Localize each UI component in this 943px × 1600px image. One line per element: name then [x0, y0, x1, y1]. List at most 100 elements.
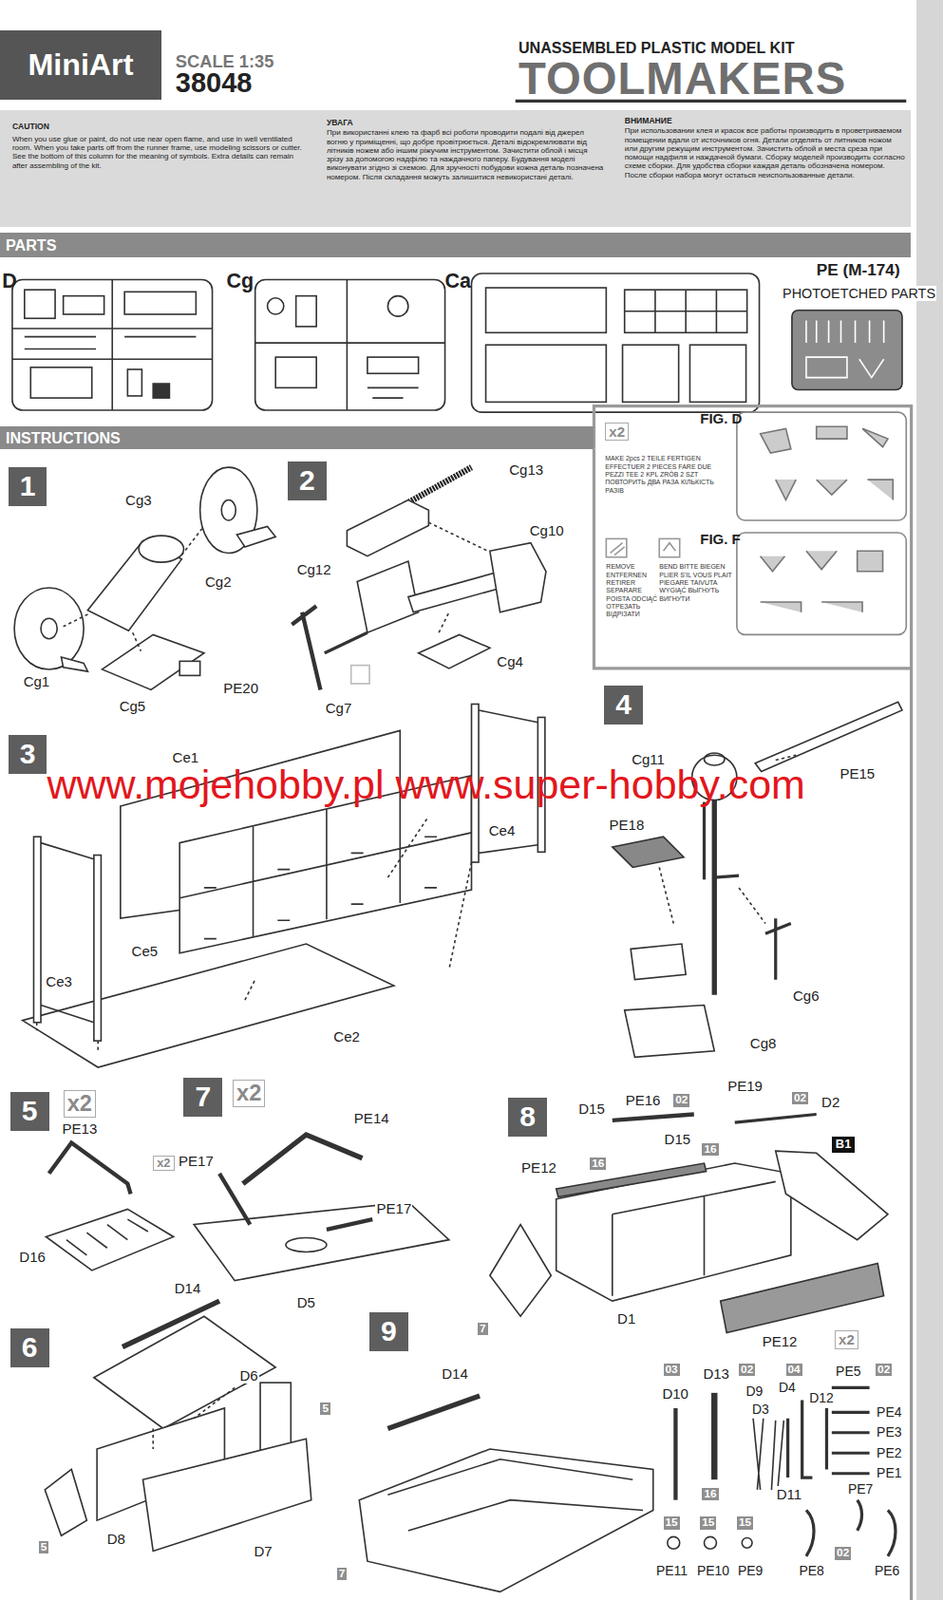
quantity-badge: 02 [875, 1363, 892, 1377]
part-label: Cg2 [204, 573, 233, 590]
quantity-badge: x2 [834, 1330, 859, 1349]
part-label: D10 [660, 1385, 690, 1402]
part-label: Cg6 [792, 987, 821, 1004]
line-art [775, 1150, 888, 1240]
line-art [152, 1387, 235, 1449]
line-art [418, 634, 491, 668]
line-art [765, 918, 792, 980]
line-art [736, 412, 906, 521]
line-art [24, 337, 197, 350]
quantity-badge: 15 [663, 1516, 680, 1530]
line-art [14, 587, 84, 670]
step-number: 5 [21, 1094, 38, 1129]
part-label: PE6 [873, 1563, 901, 1579]
step-reference: 5 [320, 1402, 331, 1416]
line-art [127, 369, 142, 397]
line-art [605, 538, 626, 557]
line-art [753, 1418, 784, 1490]
section-band: PARTS [0, 232, 911, 258]
part-label: PE1 [875, 1465, 903, 1481]
caution-text: CAUTION [12, 122, 299, 133]
line-art [12, 279, 213, 411]
line-art [702, 802, 706, 881]
caution-text: При використанні клею та фарб всі роботи… [326, 128, 604, 182]
line-art [490, 1225, 551, 1318]
part-label: PE12 [761, 1333, 799, 1350]
line-art [720, 1263, 885, 1333]
part-label: Ce2 [332, 1028, 361, 1045]
line-art [387, 1459, 643, 1531]
caution-text: При использовании клея и красок все рабо… [624, 126, 907, 180]
line-art [612, 836, 684, 868]
caution-text: УВАГА [326, 118, 592, 129]
part-label: Ce3 [44, 973, 74, 990]
step-number: 6 [10, 1328, 50, 1368]
part-label: PE11 [655, 1563, 689, 1579]
line-art [711, 1393, 717, 1480]
part-label: D9 [745, 1383, 765, 1399]
line-art [285, 1238, 327, 1253]
part-label: D1 [616, 1310, 637, 1327]
line-art [556, 1163, 707, 1197]
kit-title: TOOLMAKERS [518, 53, 847, 105]
line-art [736, 532, 906, 635]
line-art [612, 1181, 776, 1296]
line-art [94, 855, 102, 1042]
part-label: PE20 [222, 679, 260, 697]
line-art [351, 665, 370, 684]
line-art [689, 344, 746, 402]
part-label: PE10 [696, 1563, 731, 1579]
step-reference: 7 [477, 1322, 489, 1337]
photoetch-code: PE (M-174) [816, 261, 901, 281]
line-art [754, 701, 903, 772]
step-reference: 5 [38, 1541, 50, 1555]
part-label: D6 [238, 1367, 259, 1384]
step-number: 9 [380, 1315, 397, 1349]
line-art [831, 1387, 870, 1473]
line-art [63, 528, 203, 652]
line-art [37, 816, 472, 1052]
line-art [659, 538, 679, 557]
quantity-badge: 16 [589, 1157, 606, 1171]
line-art [291, 605, 321, 690]
caution-band: CAUTIONWhen you use glue or paint, do no… [0, 110, 911, 227]
photoetch-heading: PHOTOETCHED PARTS [781, 285, 937, 302]
quantity-badge: 15 [699, 1516, 717, 1530]
line-art [735, 1113, 817, 1123]
line-art [490, 543, 547, 613]
line-art [486, 344, 607, 402]
watermark: www.mojehobby.pl www.super-hobby.com [46, 761, 805, 809]
multilingual-note: MAKE 2pcs 2 TEILE FERTIGEN EFFECTUER 2 P… [604, 454, 730, 495]
line-art [704, 1536, 717, 1549]
part-label: D14 [173, 1280, 203, 1297]
part-label: Ce5 [131, 943, 160, 960]
quantity-badge: 04 [786, 1363, 803, 1377]
line-art [296, 296, 317, 327]
quantity-badge: 02 [673, 1093, 690, 1108]
part-label: PE13 [60, 1120, 98, 1137]
line-art [243, 1134, 363, 1185]
line-art [324, 632, 368, 653]
part-label: D11 [775, 1486, 803, 1503]
part-label: Cg10 [528, 522, 566, 539]
line-art [24, 289, 56, 319]
line-art [673, 1408, 678, 1501]
line-art [45, 1208, 173, 1270]
part-label: D16 [18, 1248, 47, 1265]
line-art [792, 310, 903, 391]
line-art [179, 792, 472, 938]
line-art [760, 550, 884, 612]
step-number: 3 [8, 735, 48, 774]
line-art [255, 279, 446, 411]
line-art [138, 535, 184, 563]
part-label: Cg8 [749, 1035, 778, 1052]
part-label: PE17 [177, 1152, 215, 1170]
step-number: 5 [10, 1092, 50, 1132]
line-art [61, 657, 89, 672]
multilingual-note: BEND BITTE BIEGEN PLIER S'IL VOUS PLAIT … [659, 563, 736, 604]
line-art [428, 522, 488, 633]
part-label: PE17 [375, 1200, 413, 1217]
sprue-letter: Ca [445, 269, 472, 294]
line-art [236, 527, 276, 547]
line-art [101, 634, 204, 690]
